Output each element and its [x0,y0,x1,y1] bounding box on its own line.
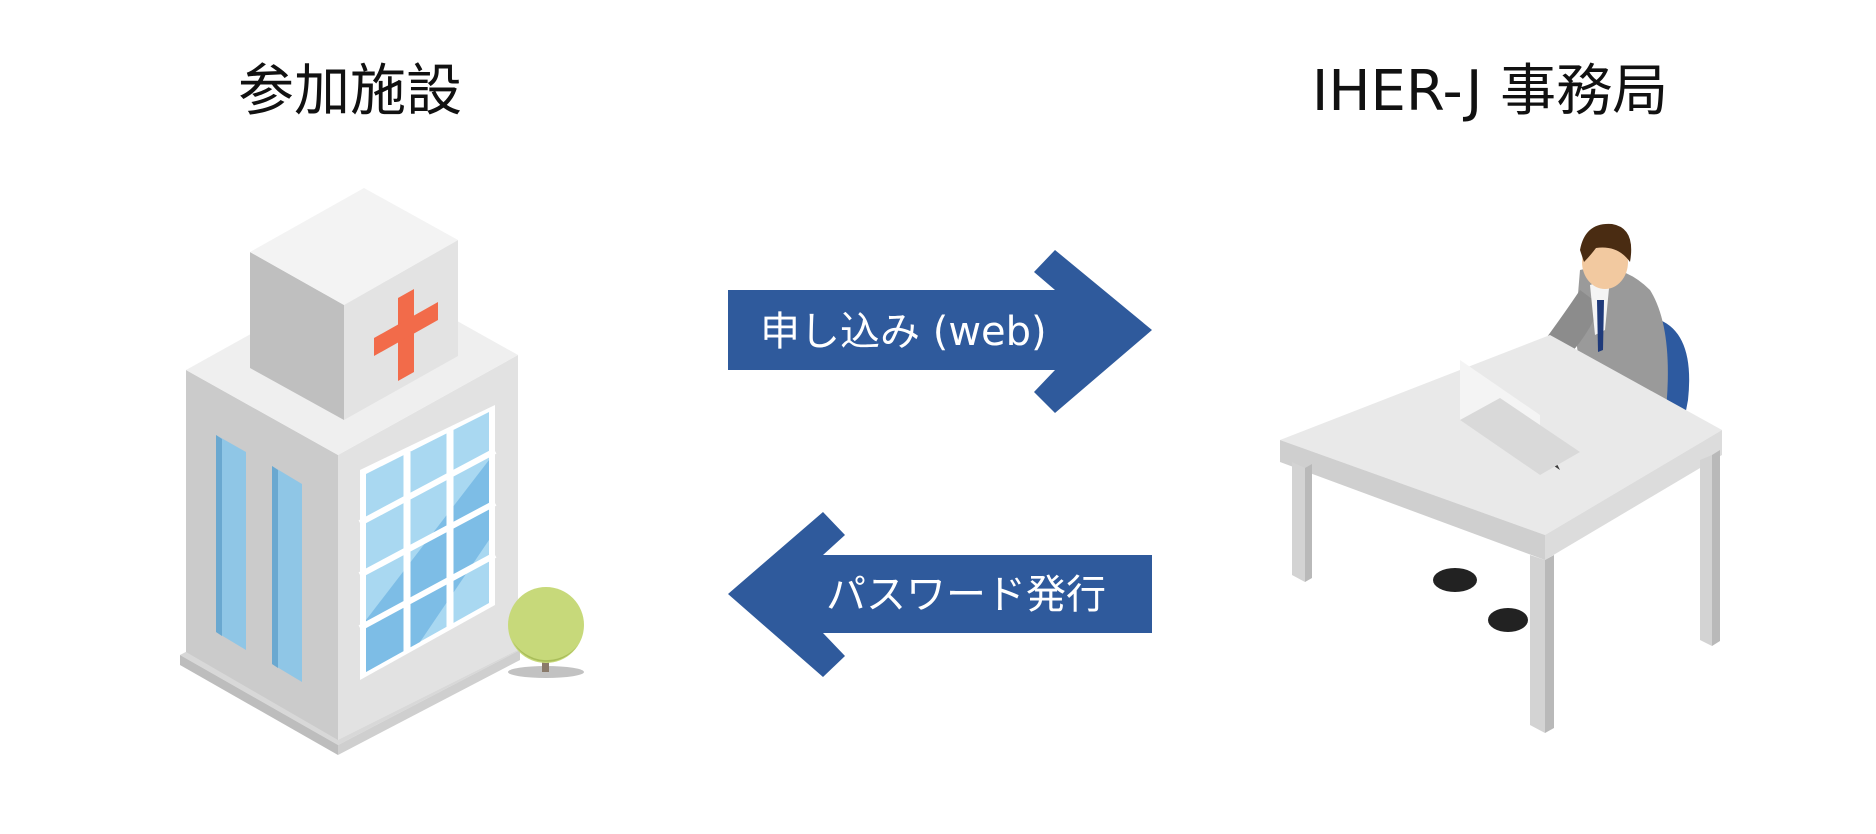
office-worker-at-desk-icon [1280,223,1722,733]
password-issue-arrow: パスワード発行 [728,512,1152,677]
facility-label: 参加施設 [238,59,462,124]
request-arrow-label: 申し込み (web) [760,309,1047,355]
medical-cross-icon [374,289,438,381]
secretariat-label: IHER-J 事務局 [1312,59,1668,124]
password-issue-arrow-label: パスワード発行 [826,572,1106,618]
hospital-building-icon [180,188,584,755]
request-arrow: 申し込み (web) [728,250,1152,413]
tree-icon [508,587,584,678]
